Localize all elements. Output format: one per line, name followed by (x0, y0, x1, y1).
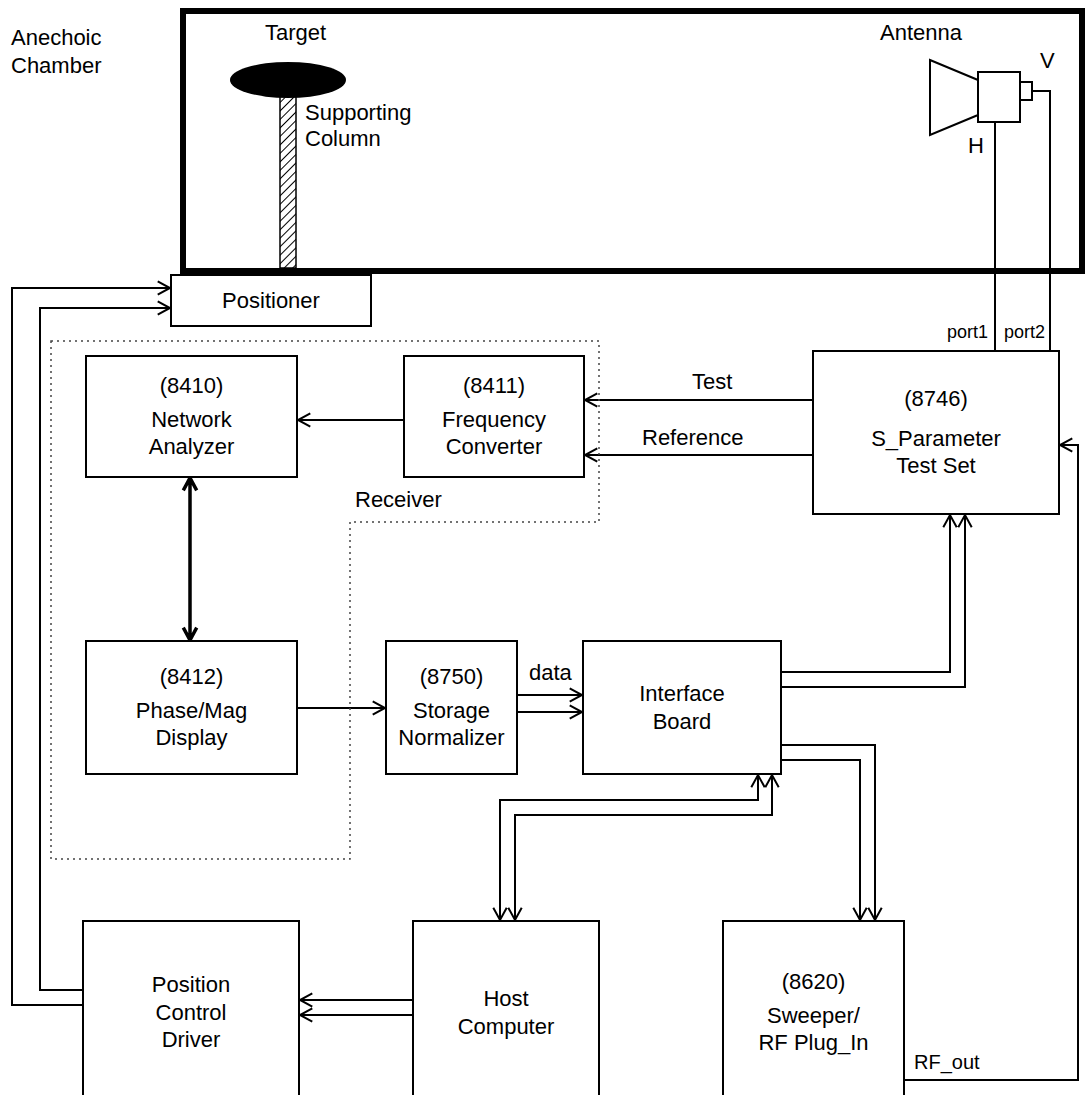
signal-connector (298, 413, 403, 426)
signal-label: RF_out (912, 1050, 982, 1074)
model-number: (8746) (904, 385, 968, 413)
model-number: (8410) (160, 372, 224, 400)
model-number: (8412) (160, 663, 224, 691)
signal-label: data (527, 660, 574, 686)
box-title: Network Analyzer (132, 406, 252, 461)
antenna-feed (978, 72, 1020, 122)
process-box: (8620) Sweeper/ RF Plug_In (722, 920, 905, 1095)
part-label: Supporting Column (305, 100, 415, 153)
signal-connector (518, 688, 582, 718)
target-disc (230, 62, 346, 98)
signal-label: Reference (640, 425, 746, 451)
process-box: (8746) S_Parameter Test Set (812, 350, 1060, 515)
box-title: Positioner (222, 287, 320, 315)
process-box: (8412) Phase/Mag Display (85, 640, 298, 775)
supporting-column (280, 94, 296, 268)
horn-antenna (930, 60, 978, 135)
region-heading: Receiver (355, 486, 442, 514)
box-title: Frequency Converter (434, 406, 554, 461)
process-box: Position Control Driver (82, 920, 300, 1095)
signal-connector (300, 993, 412, 1021)
box-title: Storage Normalizer (394, 697, 509, 752)
signal-connector (905, 438, 1078, 1080)
model-number: (8411) (463, 372, 525, 400)
signal-connector (782, 515, 972, 687)
part-label: V (1040, 48, 1055, 74)
model-number: (8620) (782, 968, 846, 996)
signal-label: Test (690, 369, 734, 395)
receiver-region: Receiver (8410) Network Analyzer (8411) Freq… (50, 340, 600, 860)
antenna-illustration (930, 60, 1050, 274)
process-box: (8410) Network Analyzer (85, 355, 298, 478)
process-box: (8411) Frequency Converter (403, 355, 585, 478)
feed-port (1020, 82, 1032, 100)
port1-wire (994, 122, 996, 274)
region-border (51, 341, 599, 859)
signal-label: port2 (1002, 322, 1047, 344)
process-box: (8750) Storage Normalizer (385, 640, 518, 775)
chamber-heading: Anechoic Chamber (11, 24, 131, 79)
signal-connector (782, 745, 882, 920)
box-title: Sweeper/ RF Plug_In (758, 1002, 870, 1057)
signal-label: port1 (945, 322, 990, 344)
box-title: Interface Board (627, 680, 737, 735)
process-box: Interface Board (582, 640, 782, 775)
signal-connector (994, 274, 996, 350)
box-title: Host Computer (451, 985, 561, 1040)
signal-connector (493, 775, 778, 920)
signal-connector (298, 701, 385, 714)
model-number: (8750) (420, 663, 484, 691)
signal-connector (1049, 274, 1051, 350)
port2-wire (1032, 91, 1050, 274)
part-label: Target (265, 20, 326, 46)
process-box: Host Computer (412, 920, 600, 1095)
box-title: Phase/Mag Display (134, 697, 249, 752)
signal-connector (183, 478, 196, 640)
part-label: H (968, 133, 984, 159)
process-box: Positioner (170, 274, 372, 327)
box-title: Position Control Driver (141, 971, 241, 1054)
part-label: Antenna (880, 20, 962, 46)
box-title: S_Parameter Test Set (869, 425, 1004, 480)
target-illustration (230, 62, 346, 268)
